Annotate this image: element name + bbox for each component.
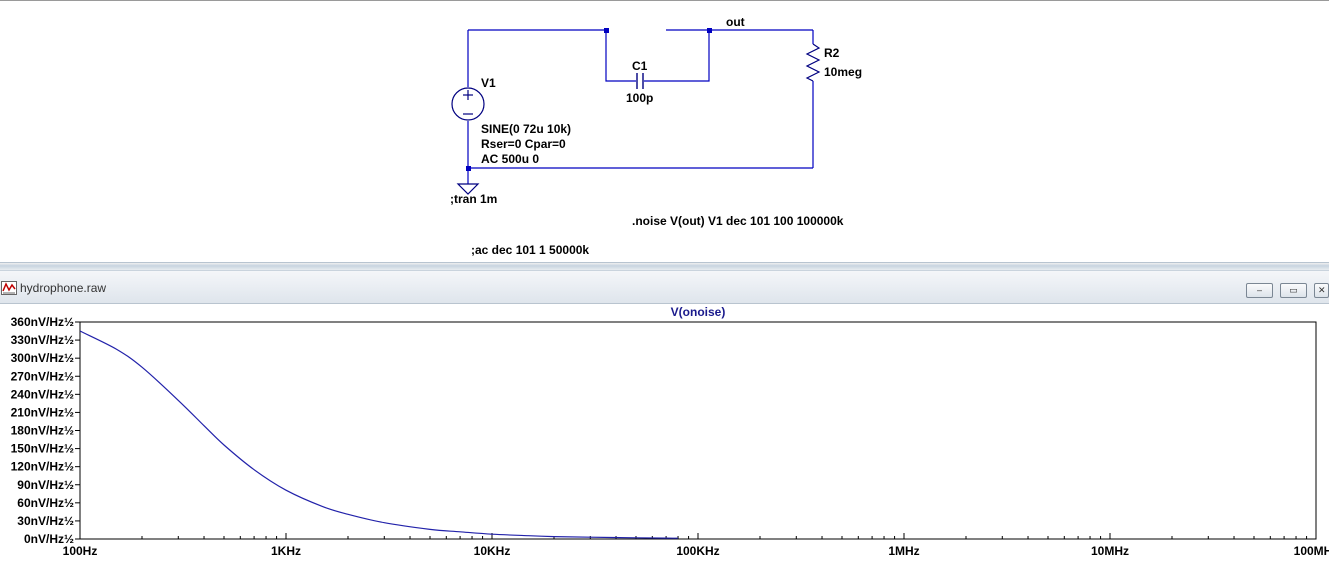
plot-frame bbox=[79, 321, 1317, 540]
schematic-drawing[interactable]: V1 SINE(0 72u 10k) Rser=0 Cpar=0 AC 500u… bbox=[0, 1, 1329, 263]
y-tick-label: 60nV/Hz½ bbox=[17, 496, 74, 510]
v1-value-line1[interactable]: SINE(0 72u 10k) bbox=[481, 122, 571, 136]
v1-value-line3[interactable]: AC 500u 0 bbox=[481, 152, 539, 166]
pane-splitter[interactable] bbox=[0, 262, 1329, 270]
junction-dot bbox=[604, 28, 609, 33]
v1-source-symbol[interactable] bbox=[451, 87, 485, 121]
x-tick-label: 1MHz bbox=[888, 544, 919, 558]
junction-dot bbox=[466, 166, 471, 171]
y-tick-label: 330nV/Hz½ bbox=[11, 333, 74, 347]
c1-value[interactable]: 100p bbox=[626, 91, 653, 105]
wire-c1-left bbox=[605, 30, 636, 82]
y-tick-label: 360nV/Hz½ bbox=[11, 315, 74, 329]
junction-dot bbox=[707, 28, 712, 33]
wire-c1-right bbox=[644, 30, 710, 82]
traces bbox=[79, 330, 679, 539]
x-tick-label: 100Hz bbox=[63, 544, 98, 558]
v1-value-line2[interactable]: Rser=0 Cpar=0 bbox=[481, 137, 566, 151]
restore-button[interactable]: ▭ bbox=[1280, 283, 1307, 298]
r2-value[interactable]: 10meg bbox=[824, 65, 862, 79]
directive-noise[interactable]: .noise V(out) V1 dec 101 100 100000k bbox=[632, 214, 844, 228]
y-tick-label: 30nV/Hz½ bbox=[17, 514, 74, 528]
y-tick-label: 300nV/Hz½ bbox=[11, 351, 74, 365]
plot-window: hydrophone.raw ‒ ▭ ✕ V(onoise) 0nV/Hz½ 30… bbox=[0, 270, 1329, 566]
y-tick-label: 0nV/Hz½ bbox=[24, 532, 74, 546]
y-tick-label: 120nV/Hz½ bbox=[11, 460, 74, 474]
minimize-button[interactable]: ‒ bbox=[1246, 283, 1273, 298]
y-tick-label: 210nV/Hz½ bbox=[11, 405, 74, 419]
x-axis[interactable]: 100Hz 1KHz 10KHz 100KHz 1MHz 10MHz 100MHz bbox=[63, 533, 1329, 558]
y-tick-label: 150nV/Hz½ bbox=[11, 442, 74, 456]
r2-label[interactable]: R2 bbox=[824, 46, 840, 60]
c1-label[interactable]: C1 bbox=[632, 59, 648, 73]
y-tick-label: 270nV/Hz½ bbox=[11, 369, 74, 383]
y-tick-label: 90nV/Hz½ bbox=[17, 478, 74, 492]
plot-area[interactable]: V(onoise) 0nV/Hz½ 30nV/Hz½ 60nV/Hz½ 90nV/Hz… bbox=[0, 304, 1329, 566]
directive-ac[interactable]: ;ac dec 101 1 50000k bbox=[471, 243, 589, 257]
schematic-canvas[interactable]: V1 SINE(0 72u 10k) Rser=0 Cpar=0 AC 500u… bbox=[0, 0, 1329, 262]
x-tick-label: 10KHz bbox=[474, 544, 511, 558]
plot-window-titlebar[interactable]: hydrophone.raw ‒ ▭ ✕ bbox=[0, 270, 1329, 304]
x-tick-label: 10MHz bbox=[1091, 544, 1129, 558]
y-tick-label: 180nV/Hz½ bbox=[11, 424, 74, 438]
directive-tran[interactable]: ;tran 1m bbox=[450, 192, 497, 206]
net-label-out[interactable]: out bbox=[726, 15, 745, 29]
x-tick-label: 100KHz bbox=[676, 544, 719, 558]
trace-label-v-onoise[interactable]: V(onoise) bbox=[671, 305, 726, 319]
r2-resistor-symbol[interactable] bbox=[805, 43, 821, 82]
y-axis[interactable]: 0nV/Hz½ 30nV/Hz½ 60nV/Hz½ 90nV/Hz½ 120nV/Hz½… bbox=[11, 315, 80, 546]
waveform-icon bbox=[1, 281, 17, 295]
x-tick-label: 100MHz bbox=[1294, 544, 1329, 558]
v1-label[interactable]: V1 bbox=[481, 76, 496, 90]
c1-capacitor-symbol[interactable] bbox=[636, 73, 644, 89]
x-tick-label: 1KHz bbox=[271, 544, 301, 558]
plot-window-title: hydrophone.raw bbox=[20, 281, 107, 295]
y-tick-label: 240nV/Hz½ bbox=[11, 387, 74, 401]
ground-symbol bbox=[456, 183, 480, 195]
close-button[interactable]: ✕ bbox=[1314, 283, 1329, 298]
trace-v-onoise[interactable] bbox=[79, 330, 679, 539]
